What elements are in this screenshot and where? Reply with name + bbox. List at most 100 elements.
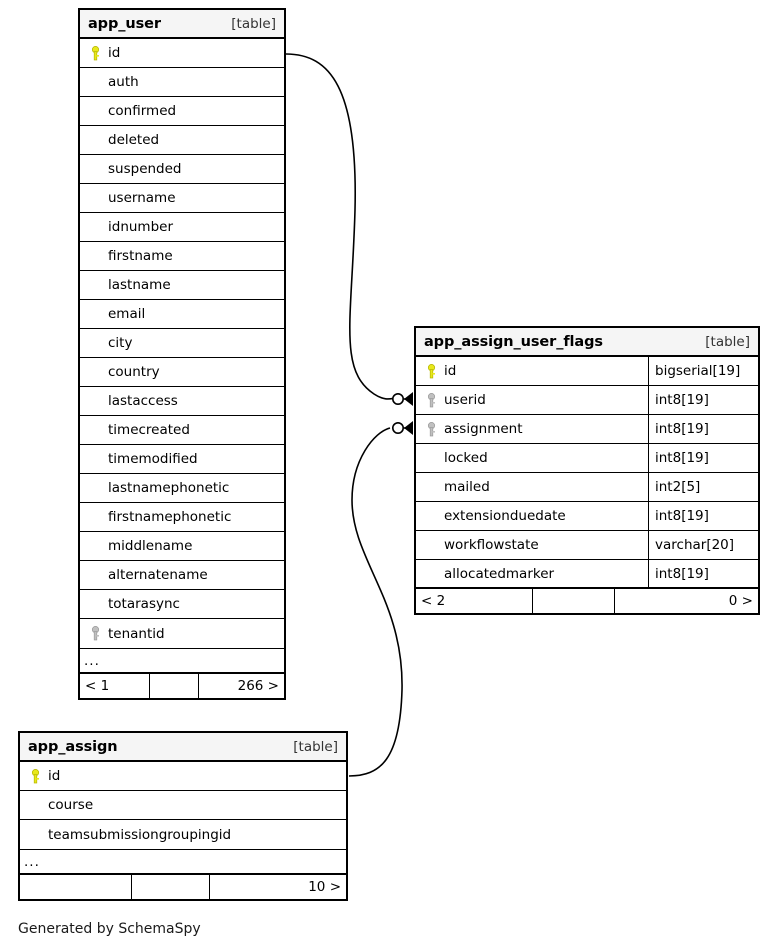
column-cell: suspended bbox=[80, 155, 284, 183]
footer-middle-cell bbox=[149, 674, 198, 698]
column-label: allocatedmarker bbox=[444, 565, 555, 582]
table-row[interactable]: firstnamephonetic bbox=[80, 503, 284, 532]
table-row[interactable]: assignment int8[19] bbox=[416, 415, 758, 444]
table-row[interactable]: teamsubmissiongroupingid bbox=[20, 820, 346, 849]
table-app_assign[interactable]: app_assign [table] id course bbox=[18, 731, 348, 901]
column-label: locked bbox=[444, 450, 488, 466]
footer-children-count[interactable]: 0 > bbox=[614, 589, 758, 613]
table-row[interactable]: idnumber bbox=[80, 213, 284, 242]
column-cell: city bbox=[80, 329, 284, 357]
table-row[interactable]: extensionduedate int8[19] bbox=[416, 502, 758, 531]
more-columns-indicator: ... bbox=[20, 849, 346, 875]
table-app_assign_user_flags[interactable]: app_assign_user_flags [table] id bigseri… bbox=[414, 326, 760, 615]
table-row[interactable]: country bbox=[80, 358, 284, 387]
table-title: app_assign bbox=[28, 738, 118, 755]
column-cell: auth bbox=[80, 68, 284, 96]
column-cell: deleted bbox=[80, 126, 284, 154]
table-row[interactable]: lastaccess bbox=[80, 387, 284, 416]
column-label: timemodified bbox=[108, 451, 198, 467]
column-cell: tenantid bbox=[80, 619, 284, 648]
table-row[interactable]: middlename bbox=[80, 532, 284, 561]
table-row[interactable]: firstname bbox=[80, 242, 284, 271]
column-cell: firstnamephonetic bbox=[80, 503, 284, 531]
footer-middle-cell bbox=[532, 589, 614, 613]
column-cell: totarasync bbox=[80, 590, 284, 618]
column-label: id bbox=[48, 768, 61, 784]
table-row[interactable]: confirmed bbox=[80, 97, 284, 126]
column-label: userid bbox=[444, 392, 486, 408]
column-label: country bbox=[108, 364, 160, 380]
table-row[interactable]: timemodified bbox=[80, 445, 284, 474]
column-label: suspended bbox=[108, 161, 182, 177]
column-label: middlename bbox=[108, 538, 193, 554]
column-type: varchar[20] bbox=[648, 531, 758, 559]
table-footer-app_assign: 10 > bbox=[20, 875, 346, 899]
table-row[interactable]: suspended bbox=[80, 155, 284, 184]
table-row[interactable]: allocatedmarker int8[19] bbox=[416, 560, 758, 589]
table-row[interactable]: auth bbox=[80, 68, 284, 97]
column-label: alternatename bbox=[108, 567, 208, 583]
table-footer-app_user: < 1 266 > bbox=[80, 674, 284, 698]
column-list-app_assign_user_flags: id bigserial[19] userid int8[19] bbox=[416, 357, 758, 589]
column-type: int8[19] bbox=[648, 560, 758, 587]
footer-children-count[interactable]: 266 > bbox=[198, 674, 284, 698]
foreign-key-icon bbox=[422, 392, 440, 408]
footer-middle-cell bbox=[130, 875, 209, 899]
column-label: timecreated bbox=[108, 422, 190, 438]
column-label: email bbox=[108, 306, 146, 322]
table-row[interactable]: email bbox=[80, 300, 284, 329]
column-cell: teamsubmissiongroupingid bbox=[20, 820, 346, 849]
column-label: id bbox=[108, 45, 121, 61]
column-type: int8[19] bbox=[648, 415, 758, 443]
table-row[interactable]: id bbox=[20, 762, 346, 791]
table-row[interactable]: lastnamephonetic bbox=[80, 474, 284, 503]
column-type: bigserial[19] bbox=[648, 357, 758, 385]
table-app_user[interactable]: app_user [table] id auth bbox=[78, 8, 286, 700]
column-label: id bbox=[444, 363, 457, 379]
column-label: course bbox=[48, 797, 94, 813]
table-title: app_assign_user_flags bbox=[424, 333, 603, 350]
table-row[interactable]: alternatename bbox=[80, 561, 284, 590]
primary-key-icon bbox=[86, 45, 104, 61]
table-row[interactable]: course bbox=[20, 791, 346, 820]
column-cell: course bbox=[20, 791, 346, 819]
footer-parents-count[interactable]: < 2 bbox=[421, 593, 446, 609]
table-row[interactable]: tenantid bbox=[80, 619, 284, 648]
table-row[interactable]: city bbox=[80, 329, 284, 358]
table-row[interactable]: username bbox=[80, 184, 284, 213]
column-label: idnumber bbox=[108, 219, 174, 235]
crows-foot-marker bbox=[404, 421, 413, 435]
column-cell: middlename bbox=[80, 532, 284, 560]
table-row[interactable]: timecreated bbox=[80, 416, 284, 445]
column-label: teamsubmissiongroupingid bbox=[48, 826, 232, 843]
column-cell: confirmed bbox=[80, 97, 284, 125]
table-row[interactable]: totarasync bbox=[80, 590, 284, 619]
cardinality-zero-marker bbox=[391, 421, 404, 434]
column-label: firstnamephonetic bbox=[108, 509, 232, 525]
table-row[interactable]: lastname bbox=[80, 271, 284, 300]
column-cell: mailed bbox=[416, 473, 648, 501]
column-cell: idnumber bbox=[80, 213, 284, 241]
table-row[interactable]: locked int8[19] bbox=[416, 444, 758, 473]
table-title: app_user bbox=[88, 15, 161, 32]
footer-parents-count[interactable] bbox=[20, 875, 131, 899]
footer-children-count[interactable]: 10 > bbox=[209, 875, 346, 899]
footer-parents-count[interactable]: < 1 bbox=[85, 678, 110, 694]
column-label: lastname bbox=[108, 277, 171, 293]
table-row[interactable]: workflowstate varchar[20] bbox=[416, 531, 758, 560]
column-cell: timecreated bbox=[80, 416, 284, 444]
column-label: tenantid bbox=[108, 625, 165, 642]
table-row[interactable]: id bigserial[19] bbox=[416, 357, 758, 386]
table-row[interactable]: userid int8[19] bbox=[416, 386, 758, 415]
table-row[interactable]: mailed int2[5] bbox=[416, 473, 758, 502]
table-row[interactable]: deleted bbox=[80, 126, 284, 155]
table-type-tag: [table] bbox=[705, 333, 750, 350]
column-cell: userid bbox=[416, 386, 648, 414]
column-cell: lastnamephonetic bbox=[80, 474, 284, 502]
column-label: username bbox=[108, 190, 176, 206]
column-cell: country bbox=[80, 358, 284, 386]
column-cell: locked bbox=[416, 444, 648, 472]
column-label: lastnamephonetic bbox=[108, 480, 230, 496]
table-row[interactable]: id bbox=[80, 39, 284, 68]
